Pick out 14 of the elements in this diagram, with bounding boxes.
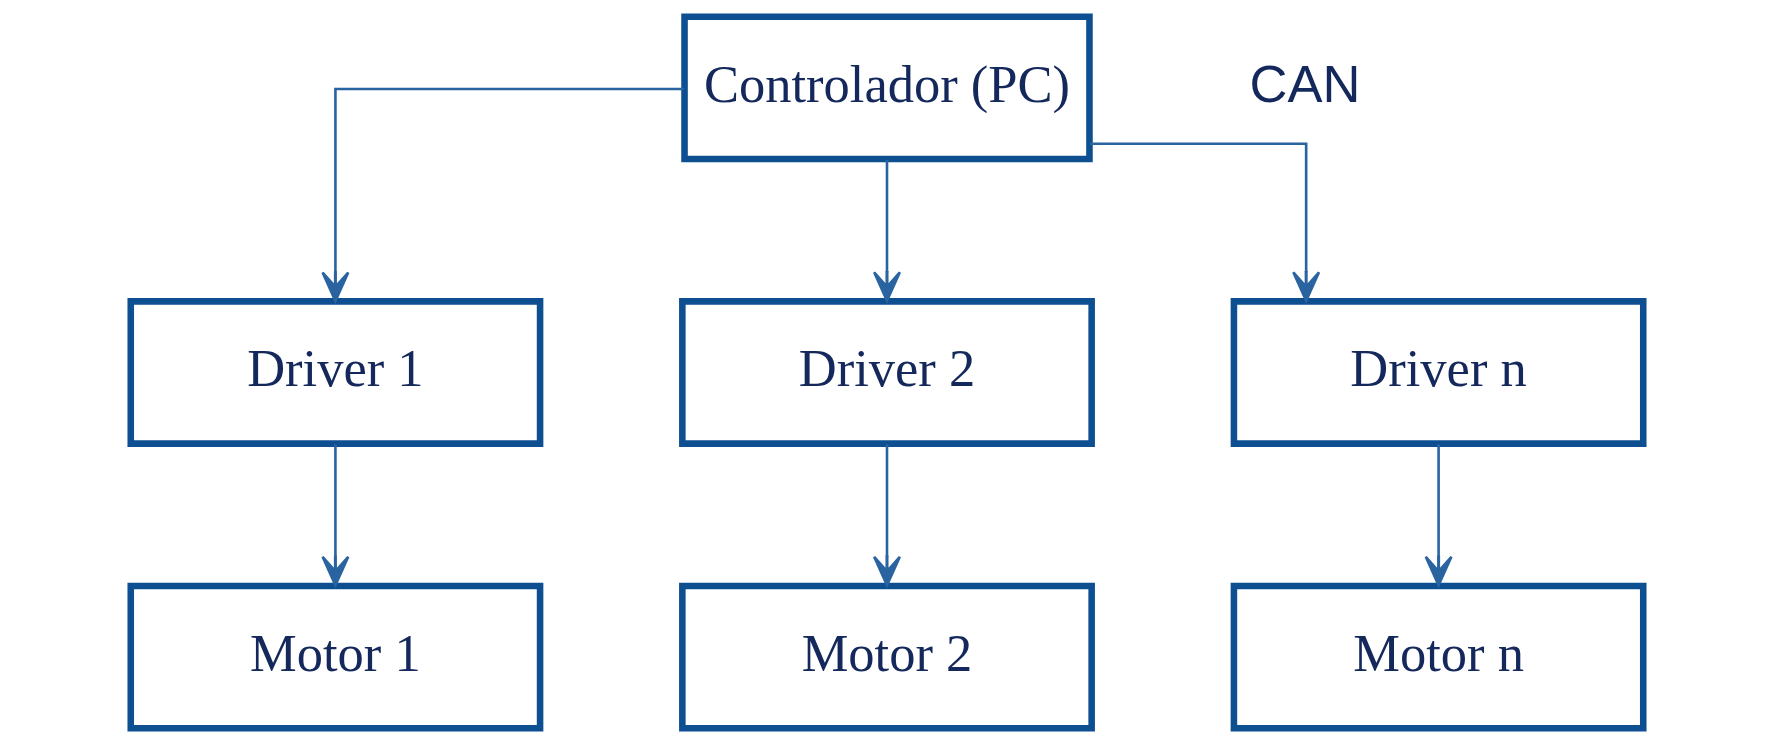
arrow <box>321 444 350 587</box>
node-box: Motor n <box>1230 582 1647 732</box>
arrow <box>872 444 902 587</box>
arrow <box>1089 142 1321 303</box>
node-box: Motor 1 <box>127 582 544 732</box>
node-box: Driver 1 <box>127 298 544 447</box>
arrow <box>872 159 902 303</box>
arrow <box>321 87 684 303</box>
label: CAN <box>1249 53 1361 113</box>
node-box: Controlador (PC) <box>681 13 1093 163</box>
node-box: Driver 2 <box>679 298 1095 447</box>
arrow <box>1424 444 1453 587</box>
node-box: Driver n <box>1230 298 1647 447</box>
node-box: Motor 2 <box>679 582 1095 732</box>
